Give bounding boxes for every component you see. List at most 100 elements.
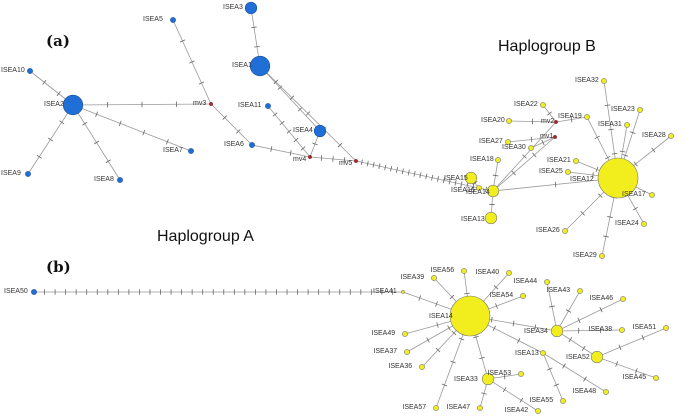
network-edges <box>27 7 672 412</box>
b-node-ISEA53 <box>518 371 524 377</box>
a-mutation-tick <box>272 112 278 117</box>
a-edge-ISEA6-mv4 <box>251 144 311 158</box>
b-mutation-tick <box>565 309 572 313</box>
a-node-ISEA18 <box>495 157 501 163</box>
a-mutation-tick <box>485 186 487 193</box>
b-mutation-tick <box>492 325 496 332</box>
haplogroup-b-label: Haplogroup B <box>498 38 596 55</box>
b-mutation-tick <box>635 368 638 374</box>
a-mutation-tick <box>419 172 422 178</box>
b-node-ISEA39 <box>431 275 437 281</box>
b-label-ISEA37: ISEA37 <box>373 348 398 355</box>
b-mutation-tick <box>464 292 470 295</box>
b-mutation-tick <box>495 303 498 309</box>
b-node-ISEA34 <box>550 324 564 338</box>
a-edge-mv5-ISEA16 <box>355 160 480 189</box>
b-mutation-tick <box>449 294 455 300</box>
a-node-ISEA7 <box>188 148 194 154</box>
a-node-mv1 <box>553 135 557 139</box>
a-mutation-tick <box>472 183 475 190</box>
a-label-ISEA10: ISEA10 <box>1 67 25 74</box>
a-mutation-tick <box>390 165 393 172</box>
a-label-ISEA9: ISEA9 <box>1 170 21 177</box>
b-edge-ISEA13-ISEA55 <box>542 352 564 402</box>
panel-label-b: (b) <box>46 258 71 276</box>
a-mutation-tick <box>118 120 122 127</box>
haplogroup-a-label: Haplogroup A <box>157 228 254 245</box>
a-label-ISEA30: ISEA30 <box>502 144 526 151</box>
b-mutation-tick <box>534 324 537 331</box>
b-node-ISEA14 <box>449 295 491 337</box>
a-mutation-tick <box>541 139 545 146</box>
a-node-ISEA30 <box>528 145 534 151</box>
b-node-ISEA51 <box>663 325 669 331</box>
b-node-ISEA55 <box>560 398 566 404</box>
b-mutation-tick <box>599 306 603 313</box>
a-label-mv1: mv1 <box>540 133 554 140</box>
a-mutation-tick <box>289 95 295 100</box>
a-label-ISEA19: ISEA19 <box>558 113 582 120</box>
a-label-ISEA3: ISEA3 <box>223 4 243 11</box>
b-mutation-tick <box>451 330 457 336</box>
b-label-ISEA44: ISEA44 <box>513 278 538 285</box>
a-label-ISEA4: ISEA4 <box>293 127 313 134</box>
a-label-ISEA21: ISEA21 <box>547 157 571 164</box>
a-node-ISEA15 <box>464 171 478 185</box>
b-label-ISEA52: ISEA52 <box>566 354 590 361</box>
a-label-ISEA7: ISEA7 <box>163 147 183 154</box>
b-node-ISEA48 <box>603 389 609 395</box>
b-label-ISEA46: ISEA46 <box>589 295 614 302</box>
a-mutation-tick <box>522 154 527 159</box>
b-edge-ISEA33-ISEA42 <box>487 378 539 412</box>
b-label-ISEA43: ISEA43 <box>546 287 571 294</box>
a-mutation-tick <box>594 135 601 139</box>
a-mutation-tick <box>595 166 599 173</box>
a-node-ISEA10 <box>27 68 33 74</box>
a-label-mv5: mv5 <box>339 160 353 167</box>
a-label-ISEA31: ISEA31 <box>598 121 622 128</box>
b-mutation-tick <box>426 337 430 343</box>
a-mutation-tick <box>279 120 285 126</box>
a-node-ISEA16 <box>476 185 482 191</box>
b-label-ISEA14: ISEA14 <box>429 313 453 320</box>
a-node-ISEA27 <box>505 139 511 145</box>
a-mutation-tick <box>651 147 656 153</box>
b-node-ISEA37 <box>404 349 410 355</box>
a-mutation-tick <box>166 139 169 145</box>
b-label-ISEA38: ISEA38 <box>588 326 613 333</box>
a-node-ISEA25 <box>565 169 571 175</box>
a-mutation-tick <box>337 142 343 148</box>
a-node-ISEA3 <box>244 1 258 15</box>
a-label-ISEA15: ISEA15 <box>444 175 468 182</box>
a-label-ISEA26: ISEA26 <box>536 227 560 234</box>
a-mutation-tick <box>437 176 439 182</box>
a-mutation-tick <box>396 167 398 173</box>
b-label-ISEA40: ISEA40 <box>475 269 500 276</box>
b-label-ISEA36: ISEA36 <box>388 363 413 370</box>
a-mutation-tick <box>632 206 638 211</box>
a-label-ISEA16: ISEA16 <box>451 187 475 194</box>
a-node-ISEA9 <box>25 171 31 177</box>
a-mutation-tick <box>604 156 611 160</box>
a-mutation-tick <box>511 170 516 176</box>
b-node-ISEA42 <box>535 408 541 414</box>
a-node-ISEA23 <box>637 107 643 113</box>
a-mutation-tick <box>472 180 478 186</box>
b-mutation-tick <box>618 344 622 351</box>
a-label-mv4: mv4 <box>293 156 307 163</box>
a-node-ISEA31 <box>624 122 630 128</box>
b-label-ISEA48: ISEA48 <box>572 388 597 395</box>
a-mutation-tick <box>554 181 557 188</box>
a-node-ISEA6 <box>249 142 255 148</box>
a-mutation-tick <box>442 177 445 184</box>
b-label-ISEA41: ISEA41 <box>373 288 397 295</box>
b-node-ISEA40 <box>506 270 512 276</box>
b-mutation-tick <box>435 301 438 307</box>
b-label-ISEA53: ISEA53 <box>487 370 512 377</box>
b-mutation-tick <box>568 337 573 343</box>
a-label-ISEA17: ISEA17 <box>622 191 646 198</box>
a-mutation-tick <box>604 104 611 107</box>
a-node-ISEA5 <box>170 17 176 23</box>
a-mutation-tick <box>378 163 381 169</box>
a-edge-ISEA2-ISEA7 <box>72 104 192 152</box>
